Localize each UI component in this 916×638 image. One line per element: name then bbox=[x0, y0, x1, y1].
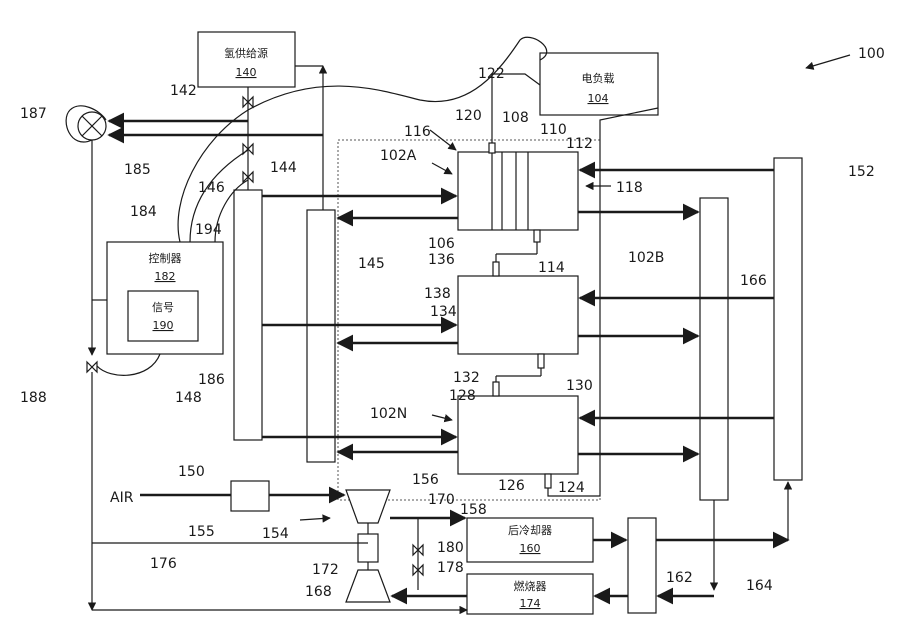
valve-188 bbox=[87, 362, 97, 372]
label-194: 194 bbox=[195, 222, 222, 238]
aftercooler-label: 后冷却器 bbox=[508, 524, 552, 537]
filter-155 bbox=[231, 481, 269, 511]
electric-load-label: 电负载 bbox=[582, 71, 615, 85]
label-102a: 102A bbox=[380, 148, 417, 164]
label-134: 134 bbox=[430, 304, 457, 320]
fuel-cell-102a bbox=[458, 143, 578, 242]
label-124: 124 bbox=[558, 480, 585, 496]
label-air: AIR bbox=[110, 490, 134, 506]
signal-box bbox=[128, 291, 198, 341]
label-148: 148 bbox=[175, 390, 202, 406]
signal-number: 190 bbox=[153, 319, 174, 332]
hydrogen-supply-label: 氢供给源 bbox=[224, 46, 268, 60]
label-130: 130 bbox=[566, 378, 593, 394]
turbocharger-154 bbox=[346, 490, 390, 602]
label-166: 166 bbox=[740, 273, 767, 289]
label-120: 120 bbox=[455, 108, 482, 124]
label-164: 164 bbox=[746, 578, 773, 594]
fuel-cell-102b bbox=[458, 262, 578, 368]
heat-exchanger-162 bbox=[628, 518, 656, 613]
label-145: 145 bbox=[358, 256, 385, 272]
label-146: 146 bbox=[198, 180, 225, 196]
manifold-152 bbox=[774, 158, 802, 480]
label-172: 172 bbox=[312, 562, 339, 578]
signal-label: 信号 bbox=[152, 301, 174, 314]
label-102b: 102B bbox=[628, 250, 664, 266]
label-106: 106 bbox=[428, 236, 455, 252]
aftercooler-box: 后冷却器 160 bbox=[467, 518, 593, 562]
controller-label: 控制器 bbox=[149, 251, 182, 265]
label-155: 155 bbox=[188, 524, 215, 540]
label-114: 114 bbox=[538, 260, 565, 276]
label-128: 128 bbox=[449, 388, 476, 404]
label-100: 100 bbox=[858, 46, 885, 62]
label-180: 180 bbox=[437, 540, 464, 556]
combustor-number: 174 bbox=[520, 597, 541, 610]
label-178: 178 bbox=[437, 560, 464, 576]
label-156: 156 bbox=[412, 472, 439, 488]
label-168: 168 bbox=[305, 584, 332, 600]
aftercooler-number: 160 bbox=[520, 542, 541, 555]
label-154: 154 bbox=[262, 526, 289, 542]
controller-box: 控制器 182 信号 190 bbox=[107, 242, 223, 354]
label-136: 136 bbox=[428, 252, 455, 268]
label-122: 122 bbox=[478, 66, 505, 82]
label-152: 152 bbox=[848, 164, 875, 180]
mixing-valve-187 bbox=[78, 112, 106, 140]
label-144: 144 bbox=[270, 160, 297, 176]
label-126: 126 bbox=[498, 478, 525, 494]
label-108: 108 bbox=[502, 110, 529, 126]
label-142: 142 bbox=[170, 83, 197, 99]
label-116: 116 bbox=[404, 124, 431, 140]
label-187: 187 bbox=[20, 106, 47, 122]
label-118: 118 bbox=[616, 180, 643, 196]
label-102n: 102N bbox=[370, 406, 407, 422]
label-186: 186 bbox=[198, 372, 225, 388]
label-162: 162 bbox=[666, 570, 693, 586]
combustor-label: 燃烧器 bbox=[514, 579, 547, 593]
label-150: 150 bbox=[178, 464, 205, 480]
hydrogen-supply-number: 140 bbox=[236, 66, 257, 79]
label-158: 158 bbox=[460, 502, 487, 518]
label-110: 110 bbox=[540, 122, 567, 138]
label-188: 188 bbox=[20, 390, 47, 406]
label-176: 176 bbox=[150, 556, 177, 572]
hydrogen-supply-box: 氢供给源 140 bbox=[198, 32, 295, 87]
label-112: 112 bbox=[566, 136, 593, 152]
manifold-148 bbox=[234, 190, 262, 440]
manifold-166 bbox=[700, 198, 728, 500]
label-132: 132 bbox=[453, 370, 480, 386]
manifold-145 bbox=[307, 210, 335, 462]
controller-number: 182 bbox=[155, 270, 176, 283]
label-184: 184 bbox=[130, 204, 157, 220]
label-170: 170 bbox=[428, 492, 455, 508]
label-138: 138 bbox=[424, 286, 451, 302]
label-185: 185 bbox=[124, 162, 151, 178]
electric-load-box: 电负载 104 bbox=[540, 53, 658, 115]
combustor-box: 燃烧器 174 bbox=[467, 574, 593, 614]
fuel-cell-102n bbox=[458, 382, 578, 488]
electric-load-number: 104 bbox=[588, 92, 609, 105]
